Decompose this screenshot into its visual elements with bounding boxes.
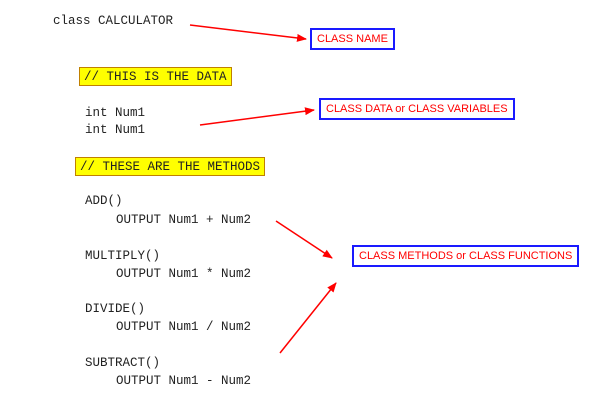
class-data-label: CLASS DATA or CLASS VARIABLES [319,98,515,120]
method-name: MULTIPLY() [85,249,161,263]
arrow-to-class-methods-lower [279,282,337,354]
method-body: OUTPUT Num1 * Num2 [116,267,252,281]
class-name-label: CLASS NAME [310,28,395,50]
method-body: OUTPUT Num1 - Num2 [116,374,252,388]
arrow-to-class-name [189,24,307,42]
method-name: ADD() [85,194,123,208]
class-header: class CALCULATOR [53,14,174,28]
method-name: SUBTRACT() [85,356,161,370]
variable-line: int Num1 [85,123,146,137]
data-comment: // THIS IS THE DATA [79,67,232,86]
methods-comment: // THESE ARE THE METHODS [75,157,266,176]
method-body: OUTPUT Num1 / Num2 [116,320,252,334]
class-methods-label: CLASS METHODS or CLASS FUNCTIONS [352,245,580,267]
arrow-to-class-data [199,107,315,126]
variable-line: int Num1 [85,106,146,120]
method-body: OUTPUT Num1 + Num2 [116,213,252,227]
method-name: DIVIDE() [85,302,146,316]
arrow-to-class-methods-upper [275,220,333,259]
